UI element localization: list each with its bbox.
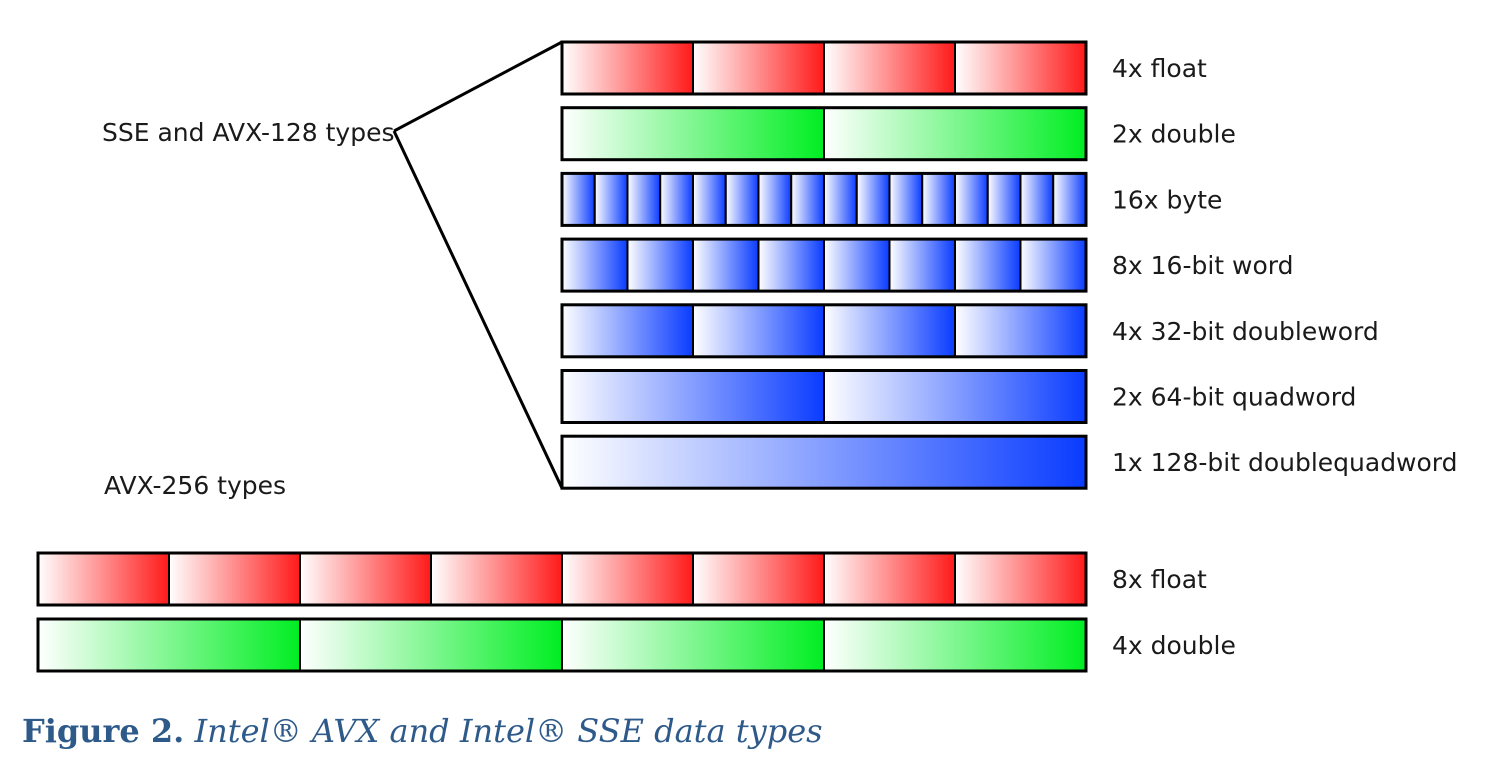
register-outline	[560, 434, 1088, 490]
figure-caption-prefix: Figure 2.	[22, 712, 185, 750]
register-outline	[560, 40, 1088, 96]
lane-cell	[954, 41, 1087, 95]
register-outline	[560, 106, 1088, 162]
lane-cell	[561, 618, 825, 672]
lane-cell	[692, 172, 727, 227]
lane-cell	[561, 435, 1087, 490]
lane-cell	[561, 41, 694, 95]
row-label: 4x float	[1112, 54, 1207, 83]
lane-cell	[921, 172, 956, 227]
lane-cell	[561, 172, 596, 227]
lane-cell	[823, 618, 1087, 672]
lane-cell	[626, 238, 694, 293]
lane-cell	[823, 369, 1087, 424]
lane-cell	[593, 172, 629, 227]
lane-cell	[823, 172, 858, 227]
row-label: 8x float	[1112, 565, 1207, 594]
figure-caption: Figure 2. Intel® AVX and Intel® SSE data…	[22, 712, 823, 750]
sse-register-row: 8x 16-bit word	[560, 237, 1294, 293]
register-outline	[36, 551, 1088, 607]
sse-register-row: 1x 128-bit doublequadword	[560, 434, 1458, 490]
lane-cell	[823, 41, 956, 95]
row-label: 4x 32-bit doubleword	[1112, 317, 1379, 346]
lane-cell	[626, 172, 662, 227]
sse-register-row: 4x 32-bit doubleword	[560, 303, 1379, 359]
lane-cell	[757, 172, 793, 227]
sse-register-row: 2x 64-bit quadword	[560, 369, 1356, 424]
lane-cell	[986, 172, 1022, 227]
lane-cell	[888, 172, 924, 227]
connector-line-bottom	[392, 130, 564, 489]
row-label: 2x 64-bit quadword	[1112, 383, 1356, 412]
lane-cell	[299, 618, 563, 672]
lane-cell	[1019, 238, 1087, 293]
lane-cell	[790, 172, 825, 227]
lane-cell	[561, 106, 825, 161]
lane-cell	[168, 552, 301, 606]
sse-register-row: 2x double	[560, 106, 1236, 162]
lane-cell	[692, 41, 825, 95]
avx256-register-group: 8x float 4x double	[36, 551, 1236, 673]
register-outline	[560, 171, 1088, 227]
lane-cell	[692, 552, 825, 606]
lane-cell	[692, 238, 760, 293]
lane-cell	[1019, 172, 1055, 227]
lane-cell	[724, 172, 760, 227]
lane-cell	[561, 552, 694, 606]
lane-cell	[888, 238, 956, 293]
register-outline	[560, 237, 1088, 293]
lane-cell	[561, 238, 629, 293]
lane-cell	[1052, 172, 1087, 227]
register-outline	[36, 617, 1088, 673]
sse-register-row: 16x byte	[560, 171, 1222, 227]
figure-caption-text: Intel® AVX and Intel® SSE data types	[194, 712, 823, 750]
lane-cell	[299, 552, 432, 606]
sse-avx128-register-group: 4x float 2x double 16x byte 8x 16-bit word 4…	[560, 40, 1458, 490]
lane-cell	[757, 238, 825, 293]
zoom-connector	[392, 40, 564, 489]
register-outline	[560, 303, 1088, 359]
lane-cell	[659, 172, 694, 227]
lane-cell	[954, 552, 1087, 606]
register-outline	[560, 369, 1088, 424]
avx256-group-label: AVX-256 types	[104, 471, 286, 500]
sse-register-row: 4x float	[560, 40, 1207, 96]
lane-cell	[954, 303, 1087, 358]
row-label: 4x double	[1112, 631, 1236, 660]
row-label: 16x byte	[1112, 185, 1222, 214]
lane-cell	[823, 106, 1087, 161]
data-types-diagram: 4x float 2x double 16x byte 8x 16-bit word 4…	[36, 40, 1458, 673]
lane-cell	[855, 172, 891, 227]
lane-cell	[430, 552, 563, 606]
lane-cell	[823, 238, 891, 293]
connector-line-top	[393, 40, 563, 133]
lane-cell	[561, 369, 825, 424]
sse-avx128-group-label: SSE and AVX-128 types	[102, 118, 395, 147]
avx256-register-row: 4x double	[36, 617, 1236, 673]
lane-cell	[37, 618, 301, 672]
lane-cell	[954, 238, 1022, 293]
row-label: 1x 128-bit doublequadword	[1112, 448, 1458, 477]
lane-cell	[692, 303, 825, 358]
lane-cell	[823, 303, 956, 358]
lane-cell	[954, 172, 989, 227]
lane-cell	[823, 552, 956, 606]
row-label: 2x double	[1112, 120, 1236, 149]
avx256-register-row: 8x float	[36, 551, 1207, 607]
lane-cell	[37, 552, 170, 606]
lane-cell	[561, 303, 694, 358]
row-label: 8x 16-bit word	[1112, 251, 1294, 280]
